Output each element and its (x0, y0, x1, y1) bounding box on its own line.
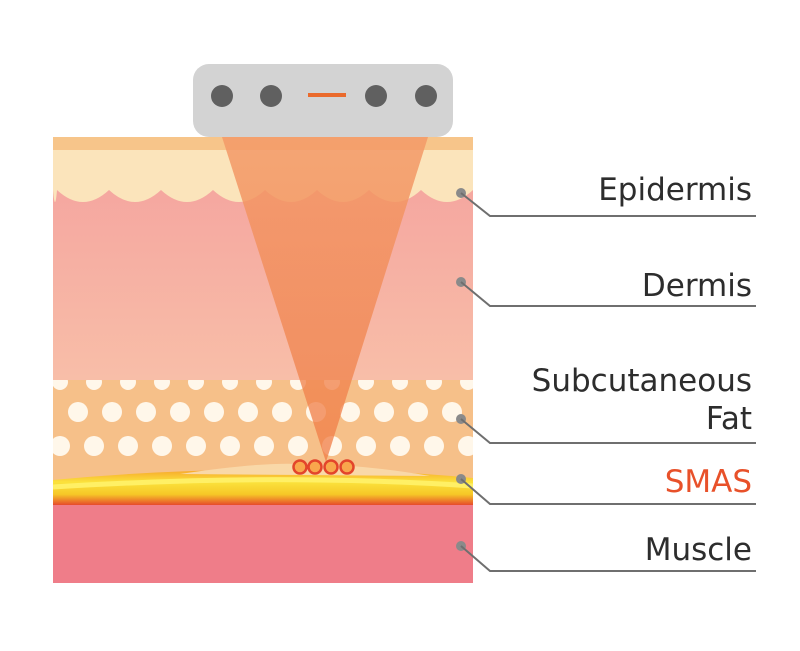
fat-cell (374, 402, 394, 422)
leader-lines (456, 188, 756, 572)
fat-cell (356, 436, 376, 456)
label-subcutaneous-fat-line1: Subcutaneous (531, 363, 752, 399)
fat-cell (238, 402, 258, 422)
transducer-dot (365, 85, 387, 107)
label-muscle: Muscle (644, 532, 752, 568)
label-epidermis: Epidermis (598, 172, 752, 208)
muscle-layer (53, 505, 473, 583)
fat-cells (53, 374, 473, 456)
fat-cell (84, 436, 104, 456)
fat-cell (136, 402, 156, 422)
fat-cell (254, 436, 274, 456)
fat-cell (424, 436, 444, 456)
fat-cell (390, 436, 410, 456)
fat-cell (340, 402, 360, 422)
fat-cell (204, 402, 224, 422)
focal-point (307, 459, 323, 475)
transducer-body (193, 64, 453, 137)
leader-line-epidermis (460, 192, 756, 217)
fat-cell (102, 402, 122, 422)
smas-highlight (52, 477, 474, 490)
transducer-dot (211, 85, 233, 107)
fat-cell (152, 436, 172, 456)
fat-cell (68, 402, 88, 422)
ultrasound-beam (222, 137, 428, 462)
fat-cell (272, 402, 292, 422)
transducer-dot (415, 85, 437, 107)
fat-cell (53, 436, 70, 456)
leader-line-dermis (460, 281, 756, 307)
fat-cell (458, 436, 473, 456)
focal-points (292, 459, 355, 475)
fat-cell (186, 436, 206, 456)
focal-point (292, 459, 308, 475)
fat-cell (170, 402, 190, 422)
label-dermis: Dermis (641, 268, 752, 304)
fat-cell (408, 402, 428, 422)
fat-cell (288, 436, 308, 456)
label-smas: SMAS (664, 464, 752, 500)
transducer-dot (260, 85, 282, 107)
leader-line-fat (460, 418, 756, 444)
focal-point (323, 459, 339, 475)
transducer-element (308, 93, 346, 97)
leader-line-muscle (460, 545, 756, 572)
leader-line-smas (460, 478, 756, 505)
fat-cell (220, 436, 240, 456)
transducer (193, 64, 453, 137)
focal-point (339, 459, 355, 475)
fat-cell (118, 436, 138, 456)
label-subcutaneous-fat-line2: Fat (705, 401, 752, 437)
